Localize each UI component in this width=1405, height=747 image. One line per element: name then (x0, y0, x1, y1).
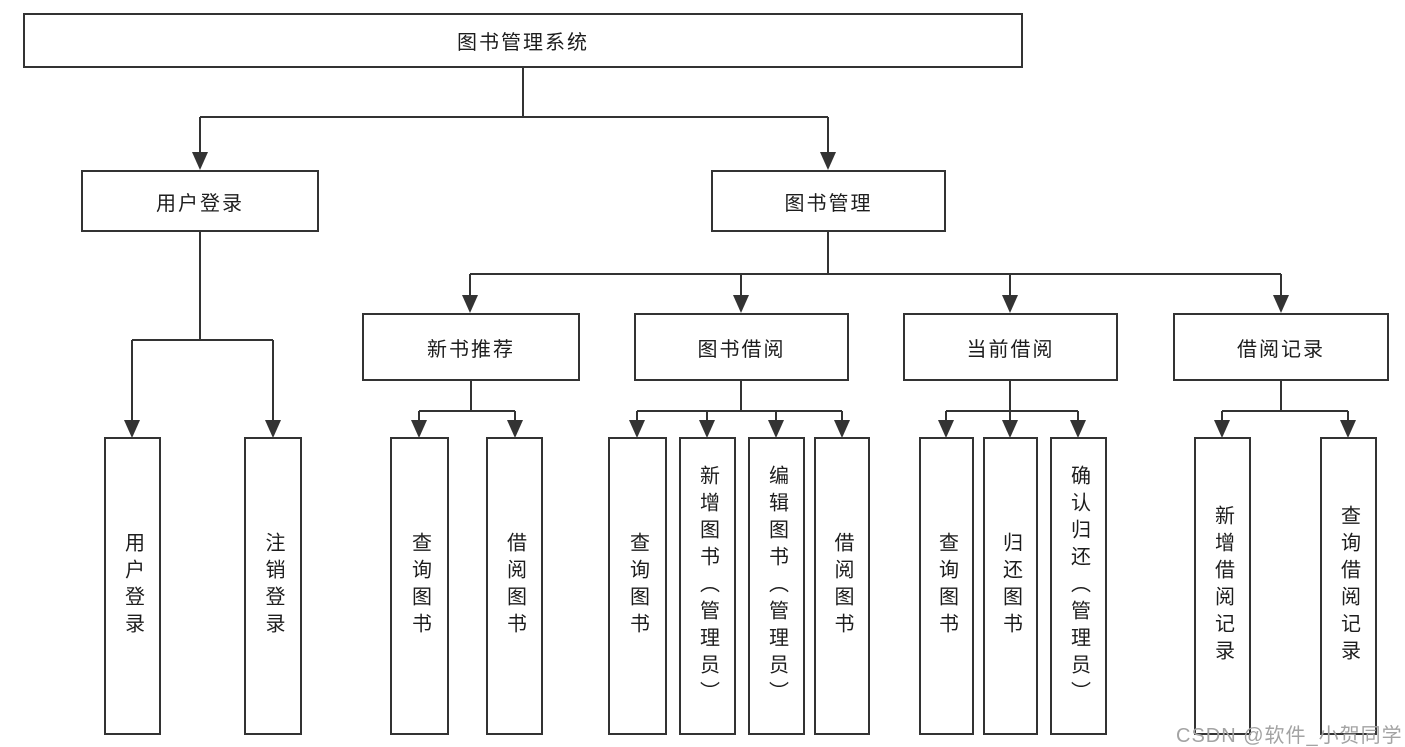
leaf-edit-books-admin: 编辑图书（管理员） (748, 437, 805, 735)
leaf-confirm-return-admin: 确认归还（管理员） (1050, 437, 1107, 735)
leaf-borrow-books-label: 借阅图书 (831, 532, 853, 640)
leaf-add-borrow-record-label: 新增借阅记录 (1211, 505, 1234, 667)
leaf-query-books-borrow-label: 查询图书 (626, 532, 649, 640)
leaf-query-books-current: 查询图书 (919, 437, 974, 735)
node-book-borrowing-label: 图书借阅 (697, 338, 786, 361)
leaf-return-books-label: 归还图书 (999, 532, 1022, 640)
leaf-query-books-recommend: 查询图书 (390, 437, 449, 735)
leaf-query-borrow-record-label: 查询借阅记录 (1337, 505, 1360, 667)
leaf-edit-books-admin-label: 编辑图书（管理员） (765, 464, 788, 708)
node-book-management-label: 图书管理 (784, 192, 873, 215)
node-new-book-recommend: 新书推荐 (362, 313, 580, 381)
leaf-borrow-books: 借阅图书 (814, 437, 870, 735)
leaf-borrow-books-recommend: 借阅图书 (486, 437, 543, 735)
leaf-borrow-books-recommend-label: 借阅图书 (503, 532, 526, 640)
leaf-query-borrow-record: 查询借阅记录 (1320, 437, 1377, 735)
leaf-add-borrow-record: 新增借阅记录 (1194, 437, 1251, 735)
node-book-management: 图书管理 (711, 170, 946, 232)
node-borrowing-records-label: 借阅记录 (1237, 338, 1325, 361)
node-book-borrowing: 图书借阅 (634, 313, 849, 381)
leaf-confirm-return-admin-label: 确认归还（管理员） (1067, 464, 1090, 708)
csdn-watermark: CSDN @软件_小贺同学 (1176, 725, 1403, 747)
node-root: 图书管理系统 (23, 13, 1023, 68)
node-current-borrowing-label: 当前借阅 (966, 338, 1055, 361)
leaf-query-books-current-label: 查询图书 (935, 532, 958, 640)
leaf-add-books-admin: 新增图书（管理员） (679, 437, 736, 735)
leaf-query-books-borrow: 查询图书 (608, 437, 667, 735)
leaf-add-books-admin-label: 新增图书（管理员） (696, 464, 719, 708)
leaf-user-login: 用户登录 (104, 437, 161, 735)
node-current-borrowing: 当前借阅 (903, 313, 1118, 381)
node-user-login: 用户登录 (81, 170, 319, 232)
leaf-logout: 注销登录 (244, 437, 302, 735)
leaf-return-books: 归还图书 (983, 437, 1038, 735)
node-root-label: 图书管理系统 (457, 32, 589, 54)
leaf-user-login-label: 用户登录 (121, 532, 144, 640)
leaf-query-books-recommend-label: 查询图书 (408, 532, 431, 640)
node-user-login-label: 用户登录 (156, 192, 244, 215)
node-new-book-recommend-label: 新书推荐 (427, 338, 515, 361)
arrowheads (124, 152, 1356, 438)
leaf-logout-label: 注销登录 (262, 532, 284, 640)
node-borrowing-records: 借阅记录 (1173, 313, 1389, 381)
